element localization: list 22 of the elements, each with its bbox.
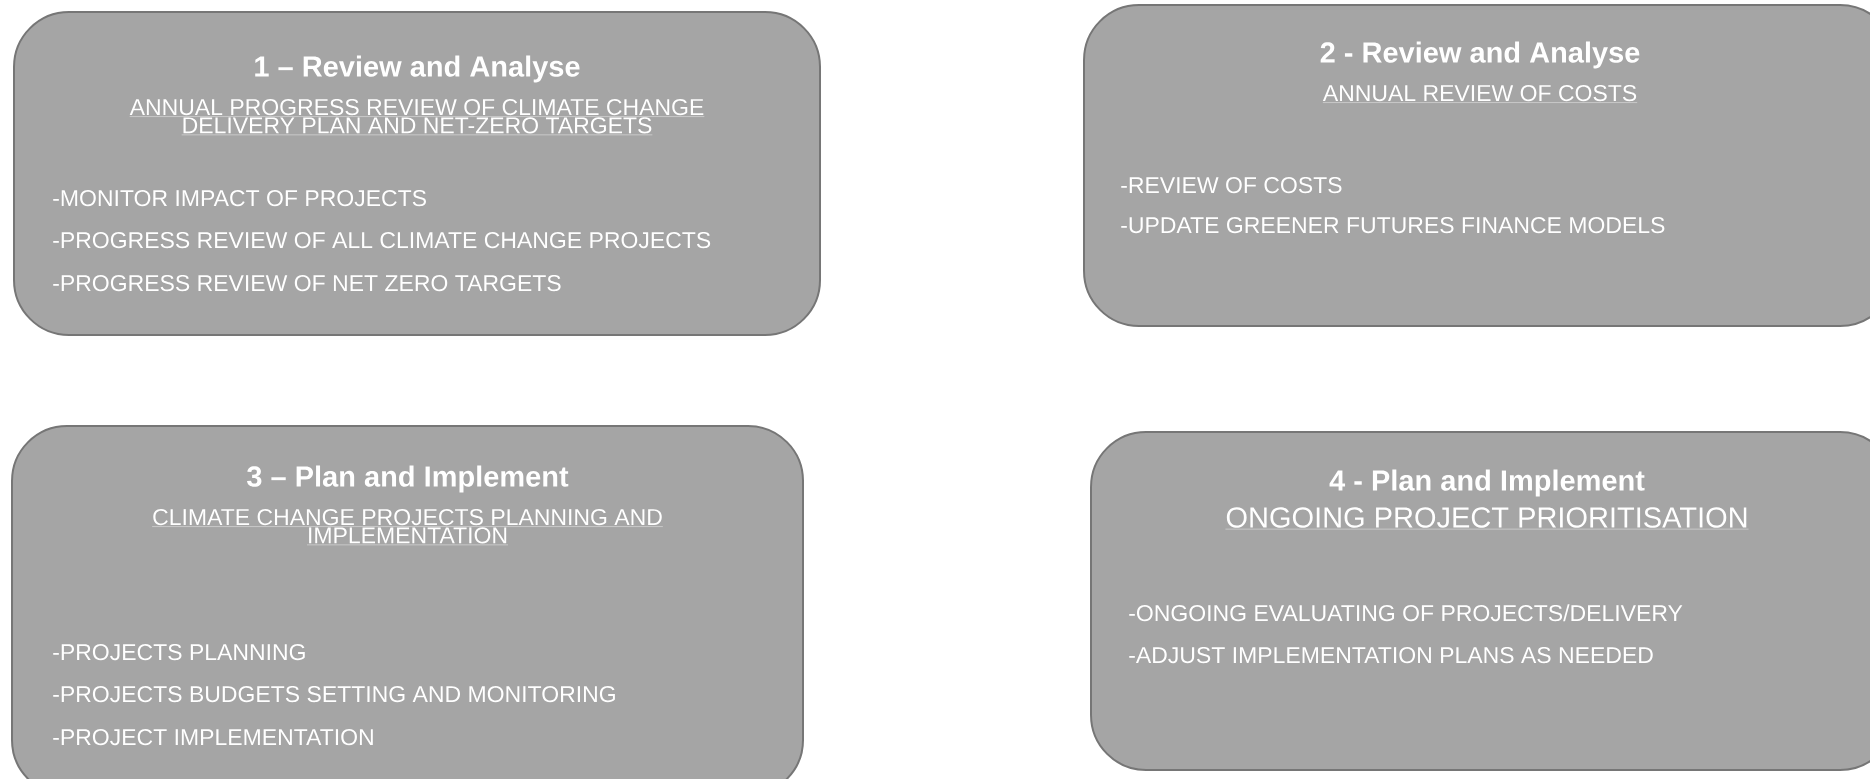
- box-subheading: ANNUAL PROGRESS REVIEW OF CLIMATE CHANGE DELIVERY PLAN AND NET-ZERO TARGETS: [129, 98, 705, 136]
- box-heading: 2 - Review and Analyse: [1320, 41, 1640, 69]
- bullet-item: -PROGRESS REVIEW OF NET ZERO TARGETS: [53, 274, 561, 292]
- bullet-item: -ONGOING EVALUATING OF PROJECTS/DELIVERY: [1129, 604, 1683, 622]
- bullet-item: -PROJECTS PLANNING: [53, 643, 305, 661]
- box-heading: 1 – Review and Analyse: [255, 55, 580, 83]
- bullet-item: -ADJUST IMPLEMENTATION PLANS AS NEEDED: [1129, 646, 1653, 664]
- process-box: [1090, 431, 1870, 771]
- bullet-item: -REVIEW OF COSTS: [1121, 176, 1342, 194]
- bullet-item: -PROGRESS REVIEW OF ALL CLIMATE CHANGE PROJECTS: [53, 231, 711, 249]
- process-box: [13, 11, 821, 336]
- box-subheading: ANNUAL REVIEW OF COSTS: [1322, 84, 1638, 103]
- process-box: [11, 425, 804, 779]
- bullet-item: -MONITOR IMPACT OF PROJECTS: [53, 189, 426, 207]
- bullet-item: -UPDATE GREENER FUTURES FINANCE MODELS: [1121, 216, 1665, 234]
- process-box: [1083, 4, 1870, 327]
- bullet-item: -PROJECTS BUDGETS SETTING AND MONITORING: [53, 685, 615, 703]
- box-heading: 4 - Plan and Implement: [1329, 469, 1645, 497]
- box-subheading: ONGOING PROJECT PRIORITISATION: [1225, 507, 1749, 530]
- bullet-item: -PROJECT IMPLEMENTATION: [53, 728, 373, 746]
- box-subheading: CLIMATE CHANGE PROJECTS PLANNING AND IMPLEMENTATION: [151, 508, 664, 546]
- box-heading: 3 – Plan and Implement: [247, 465, 569, 493]
